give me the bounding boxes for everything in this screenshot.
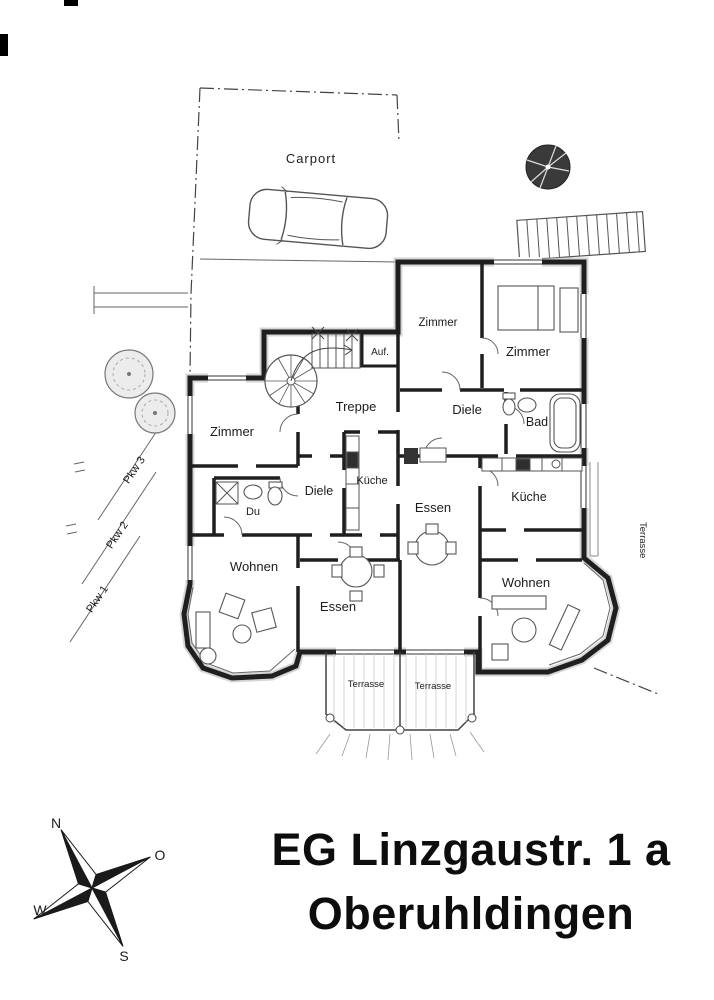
compass-rose-icon: N O W S <box>33 815 166 964</box>
parking-stalls <box>65 407 173 643</box>
scan-artifact-left <box>0 34 8 56</box>
dining-table-center <box>407 523 457 566</box>
plan-title-line2: Oberuhldingen <box>307 887 635 939</box>
interior-walls <box>190 264 582 672</box>
label-essen-bottom: Essen <box>320 599 356 614</box>
label-diele-left: Diele <box>305 484 334 498</box>
label-carport: Carport <box>286 151 336 166</box>
label-kueche-small: Küche <box>356 475 387 487</box>
shower <box>215 481 239 505</box>
dark-tree-icon <box>525 144 571 190</box>
label-terrasse-right: Terrasse <box>415 681 451 692</box>
windows <box>185 257 611 674</box>
label-bad: Bad <box>526 415 548 429</box>
plan-title-line1: EG Linzgaustr. 1 a <box>271 824 671 875</box>
scan-artifact-top <box>64 0 78 6</box>
living-room-right-furniture <box>491 595 581 661</box>
label-terrasse-side: Terrasse <box>637 522 648 558</box>
compass-west-label: W <box>33 902 47 918</box>
bathtub <box>549 393 581 453</box>
label-pkw-1: Pkw 1 <box>84 584 111 616</box>
toilet <box>502 392 516 416</box>
label-terrasse-left: Terrasse <box>348 679 384 690</box>
bed <box>497 285 579 333</box>
label-essen-center: Essen <box>415 500 451 515</box>
site-lines <box>93 258 397 314</box>
car <box>247 186 389 250</box>
kitchen-counter-small <box>345 435 360 531</box>
kitchen-block-counter <box>419 447 447 463</box>
wc-toilet <box>267 481 283 506</box>
label-wohnen-right: Wohnen <box>502 575 550 590</box>
exterior-stairs <box>516 210 646 261</box>
tree-icon <box>134 392 176 434</box>
compass-north-label: N <box>51 815 61 831</box>
compass-east-label: O <box>155 847 166 863</box>
property-boundary <box>189 87 659 695</box>
label-treppe: Treppe <box>336 399 377 414</box>
bathroom-sink <box>517 397 537 413</box>
kitchen-counter-right <box>481 457 583 472</box>
label-zimmer-right: Zimmer <box>506 344 551 359</box>
wc-sink <box>243 484 263 500</box>
living-room-left-furniture <box>195 592 277 665</box>
label-pkw-2: Pkw 2 <box>104 520 131 552</box>
terrace <box>315 652 485 761</box>
label-diele-right: Diele <box>452 402 482 417</box>
plan-title: EG Linzgaustr. 1 a Oberuhldingen <box>232 818 710 946</box>
label-zimmer-left: Zimmer <box>210 424 255 439</box>
stair-run <box>290 333 361 382</box>
dining-table-bottom <box>331 546 385 602</box>
label-du: Du <box>246 506 260 518</box>
label-zimmer-top: Zimmer <box>419 317 458 329</box>
label-kueche-right: Küche <box>511 490 546 504</box>
compass-south-label: S <box>119 948 128 964</box>
label-wohnen-left: Wohnen <box>230 559 278 574</box>
label-auf: Auf. <box>371 347 389 358</box>
side-terrace <box>589 462 599 557</box>
label-pkw-3: Pkw 3 <box>121 455 148 487</box>
kitchen-block <box>404 448 418 464</box>
tree-icon <box>104 349 154 399</box>
